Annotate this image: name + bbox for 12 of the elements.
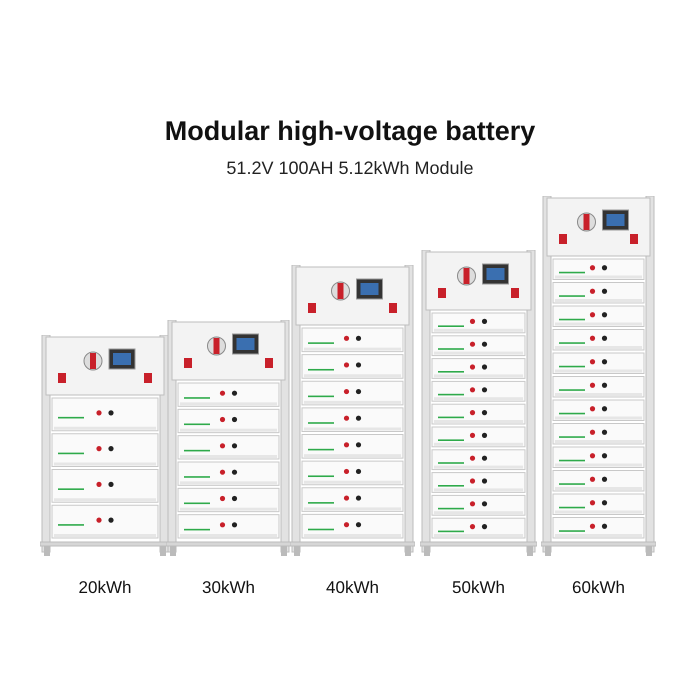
capacity-label: 50kWh [451,578,506,598]
title: Modular high-voltage battery [164,116,536,147]
battery-rack-drawing [166,320,291,556]
capacity-label: 20kWh [78,578,132,598]
capacity-label: 30kWh [201,578,256,598]
battery-rack-drawing [541,196,656,556]
battery-rack-drawing [40,335,170,556]
battery-rack-drawing [420,250,537,556]
subtitle: 51.2V 100AH 5.12kWh Module [225,158,475,179]
capacity-label: 60kWh [571,578,626,598]
capacity-label: 40kWh [325,578,380,598]
battery-rack-drawing [290,265,415,556]
